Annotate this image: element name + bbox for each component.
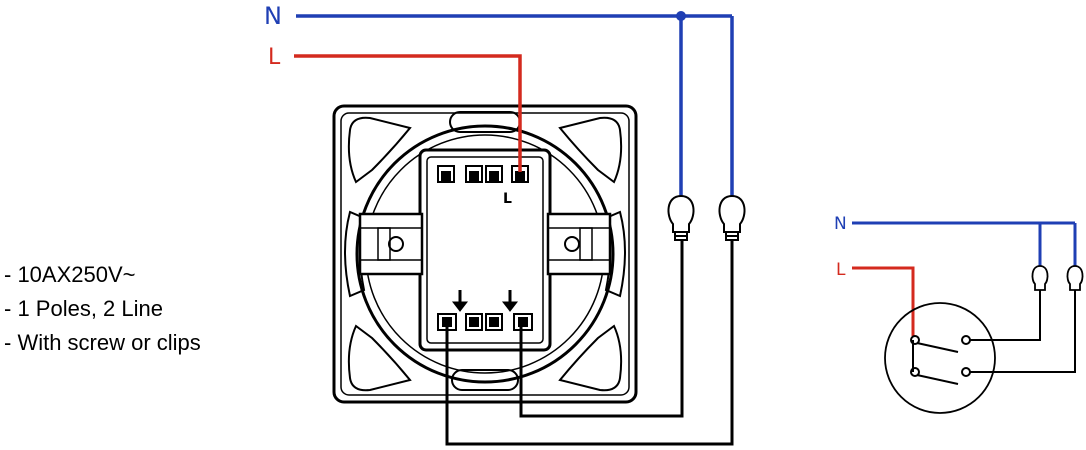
terminal-bottom-4 xyxy=(513,313,533,331)
arrow-down-icon xyxy=(451,290,469,312)
lamp-icon xyxy=(718,194,746,241)
terminal-live-label: L xyxy=(503,191,512,207)
terminal-top-3 xyxy=(485,165,503,183)
schematic-live-wire xyxy=(852,266,915,336)
switch-contacts xyxy=(910,290,1076,385)
terminal-top-2 xyxy=(465,165,483,183)
live-wire xyxy=(294,54,522,172)
lamp-icon xyxy=(1031,265,1049,291)
lamp-icon xyxy=(667,194,695,241)
schematic: N L xyxy=(834,214,1084,414)
schematic-neutral-wire xyxy=(852,221,1077,266)
spec-item: - 10AX250V~ xyxy=(4,262,136,287)
bottom-terminals xyxy=(437,313,533,331)
schematic-live-label: L xyxy=(836,260,846,280)
junction-dot xyxy=(676,11,686,21)
terminal-bottom-3 xyxy=(485,313,503,331)
terminal-bottom-2 xyxy=(465,313,483,331)
arrow-down-icon xyxy=(501,290,519,312)
terminal-top-1 xyxy=(437,165,455,183)
live-label: L xyxy=(268,45,281,70)
load-wires xyxy=(445,240,734,446)
spec-list: - 10AX250V~ - 1 Poles, 2 Line - With scr… xyxy=(4,258,201,360)
top-terminals xyxy=(437,165,529,183)
spec-item: - With screw or clips xyxy=(4,330,201,355)
lamp-icon xyxy=(1066,265,1084,291)
neutral-label: N xyxy=(264,2,282,30)
switch-mechanism xyxy=(332,104,638,404)
spec-item: - 1 Poles, 2 Line xyxy=(4,296,163,321)
neutral-wire xyxy=(296,14,734,196)
switch-symbol xyxy=(884,302,996,414)
schematic-neutral-label: N xyxy=(834,214,847,234)
